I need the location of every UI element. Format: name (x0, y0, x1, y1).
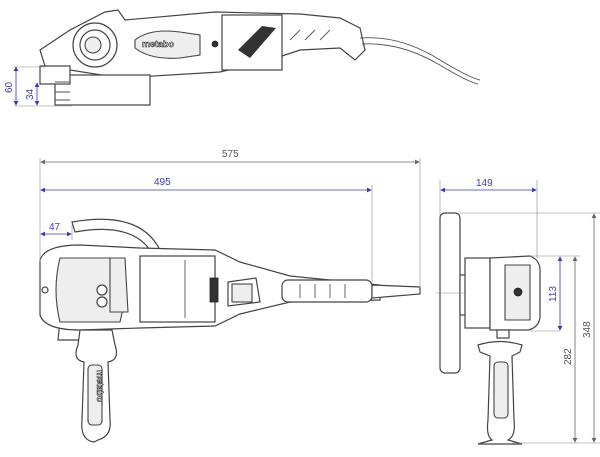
side-view: metabo (39, 9, 481, 106)
dim-282: 282 (563, 348, 574, 365)
brand-logo-side: metabo (142, 39, 175, 49)
dim-113: 113 (548, 286, 559, 302)
dim-47: 47 (49, 222, 61, 233)
dim-495: 495 (154, 177, 171, 188)
dim-575: 575 (222, 149, 239, 160)
dim-149: 149 (476, 178, 493, 189)
top-view: metabo (39, 218, 421, 443)
dim-60: 60 (4, 81, 15, 93)
dim-34: 34 (25, 88, 36, 100)
vent-grille (238, 26, 276, 58)
dim-348: 348 (582, 321, 593, 338)
front-view (436, 212, 541, 445)
brand-logo-handle: metabo (95, 370, 105, 403)
